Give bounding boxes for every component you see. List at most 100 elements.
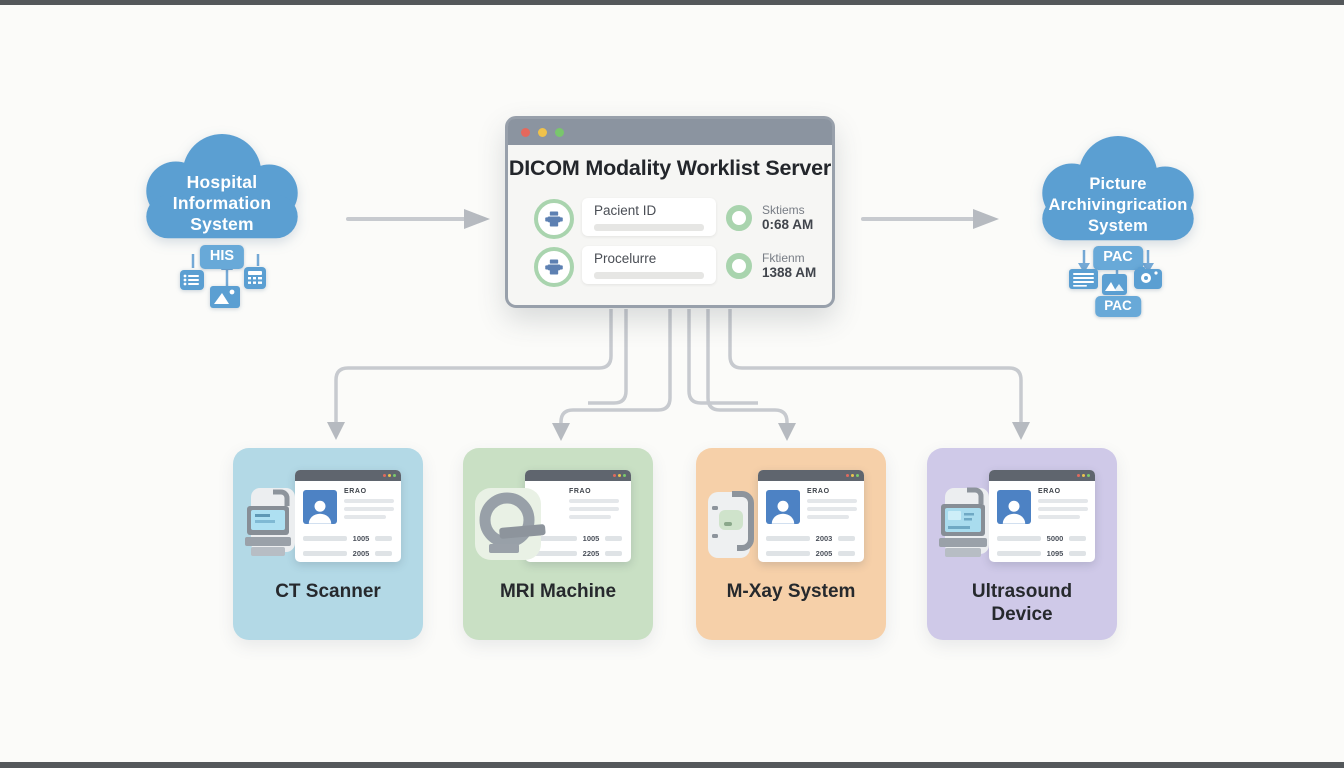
person-icon xyxy=(771,500,795,524)
avatar xyxy=(997,490,1031,524)
field-value-placeholder xyxy=(594,224,704,231)
pac-badge-bottom: PAC xyxy=(1095,296,1141,317)
dot-icon xyxy=(856,474,859,477)
dicom-server-window: DICOM Modality Worklist Server Pacient I… xyxy=(505,116,835,308)
avatar xyxy=(303,490,337,524)
maximize-icon xyxy=(555,127,564,137)
dot-icon xyxy=(613,474,616,477)
dot-icon xyxy=(1087,474,1090,477)
pacs-cloud-label: Picture Archivingrication System xyxy=(1048,175,1188,235)
close-icon xyxy=(521,127,530,137)
status-time: 0:68 AM xyxy=(762,217,814,232)
cloud-icon xyxy=(146,134,298,239)
card-titlebar xyxy=(758,470,864,481)
status-label: Fktienm xyxy=(762,251,805,265)
card-fields: FRAO xyxy=(569,488,621,523)
minimize-icon xyxy=(538,127,547,137)
card-row: 1005 xyxy=(533,534,626,543)
cloud-icon xyxy=(1042,136,1194,241)
mri-machine-icon xyxy=(475,488,546,560)
worklist-card: FRAO 1005 2205 xyxy=(525,470,631,562)
camera-icon xyxy=(1134,267,1162,289)
document-icon xyxy=(1069,269,1098,289)
arrow-server-to-xray xyxy=(706,309,789,424)
modality-label: MRI Machine xyxy=(499,581,617,602)
dot-icon xyxy=(846,474,849,477)
window-titlebar xyxy=(508,119,832,145)
person-icon xyxy=(308,500,332,524)
connector-stub-left xyxy=(588,309,628,405)
dot-icon xyxy=(851,474,854,477)
procedure-field: Procelurre xyxy=(582,246,716,284)
procedure-icon xyxy=(534,247,574,287)
bottom-frame-strip xyxy=(0,762,1344,768)
dot-icon xyxy=(383,474,386,477)
card-rows: 1005 2205 xyxy=(533,534,626,564)
down-arrowhead-pac-right xyxy=(1142,263,1154,273)
status-block: Fktienm 1388 AM xyxy=(762,251,852,281)
card-rows: 5000 1095 xyxy=(997,534,1090,564)
down-arrowhead-pac-left xyxy=(1078,263,1090,273)
ct-scanner-icon xyxy=(245,488,295,556)
status-ring xyxy=(726,253,752,279)
dot-icon xyxy=(393,474,396,477)
image-icon xyxy=(210,286,240,308)
arrowhead-his-to-server xyxy=(464,209,490,229)
field-label: Pacient ID xyxy=(594,203,657,218)
card-titlebar xyxy=(989,470,1095,481)
status-time: 1388 AM xyxy=(762,265,817,280)
card-header: FRAO xyxy=(569,488,592,495)
card-titlebar xyxy=(525,470,631,481)
modality-box-mri-machine: FRAO 1005 2205 MRI Machine xyxy=(463,448,653,640)
patient-id-icon xyxy=(534,199,574,239)
arrowhead-ultrasound xyxy=(1012,422,1030,440)
his-cloud-group: Hospital Information System HIS xyxy=(128,134,316,320)
printer-icon xyxy=(545,211,563,227)
his-cloud-label: Hospital Information System xyxy=(172,172,272,234)
card-header: ERAO xyxy=(1038,488,1061,495)
card-fields: ERAO xyxy=(344,488,396,523)
card-row: 2003 xyxy=(766,534,859,543)
patient-id-field: Pacient ID xyxy=(582,198,716,236)
modality-box-xray-system: ERAO 2003 2005 M-Xay System xyxy=(696,448,886,640)
worklist-card: ERAO 5000 1095 xyxy=(989,470,1095,562)
field-value-placeholder xyxy=(594,272,704,279)
dot-icon xyxy=(388,474,391,477)
pacs-cloud-group: Picture Archivingrication System PAC PAC xyxy=(1024,136,1212,326)
card-fields: ERAO xyxy=(807,488,859,523)
status-label: Sktiems xyxy=(762,203,805,217)
person-icon xyxy=(1002,500,1026,524)
arrowhead-mri xyxy=(552,423,570,441)
card-row: 5000 xyxy=(997,534,1090,543)
card-row: 1005 xyxy=(303,534,396,543)
modality-label: Ultrasound Device xyxy=(971,581,1073,625)
dot-icon xyxy=(1077,474,1080,477)
card-row: 2005 xyxy=(303,549,396,558)
dot-icon xyxy=(618,474,621,477)
modality-label: CT Scanner xyxy=(275,581,381,602)
dot-icon xyxy=(1082,474,1085,477)
top-frame-strip xyxy=(0,0,1344,5)
modality-label: M-Xay System xyxy=(726,581,856,602)
list-icon xyxy=(180,270,204,290)
arrowhead-server-to-pacs xyxy=(973,209,999,229)
window-title: DICOM Modality Worklist Server xyxy=(508,156,832,180)
pac-badge-top: PAC xyxy=(1093,246,1143,270)
cloud-icon-connectors xyxy=(191,250,1150,288)
card-titlebar xyxy=(295,470,401,481)
avatar xyxy=(766,490,800,524)
worklist-card: ERAO 1005 2005 xyxy=(295,470,401,562)
card-row: 1095 xyxy=(997,549,1090,558)
xray-machine-icon xyxy=(708,491,754,558)
dot-icon xyxy=(623,474,626,477)
arrow-server-to-ultrasound xyxy=(728,309,1023,423)
printer-icon xyxy=(545,259,563,275)
ultrasound-icon xyxy=(939,487,989,557)
card-header: ERAO xyxy=(807,488,830,495)
card-row: 2205 xyxy=(533,549,626,558)
arrow-server-to-ct xyxy=(334,309,613,423)
card-header: ERAO xyxy=(344,488,367,495)
worklist-card: ERAO 2003 2005 xyxy=(758,470,864,562)
